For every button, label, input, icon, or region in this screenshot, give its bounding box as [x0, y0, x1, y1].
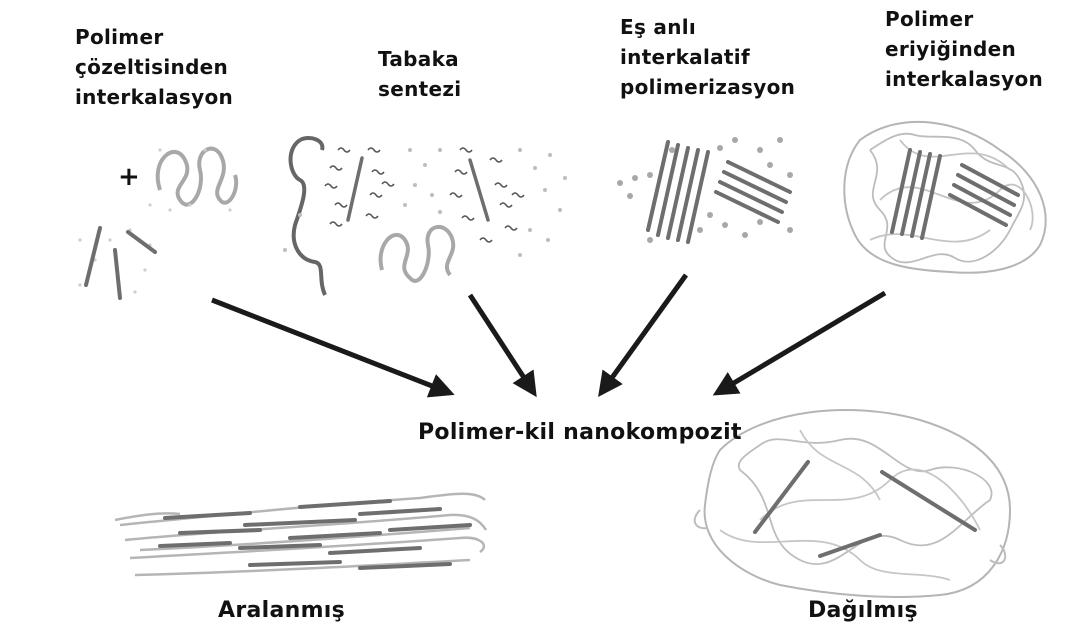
polymer-chain: [158, 149, 236, 205]
clay-platelets: [86, 228, 155, 298]
arrow-from-solution: [212, 300, 450, 393]
clay-stack: [716, 162, 790, 222]
arrows: [212, 275, 885, 393]
clay-platelets: [160, 501, 470, 568]
solvent-dots: [78, 148, 231, 293]
plus-sign: +: [118, 162, 140, 192]
silicate-platelets: [348, 158, 488, 220]
polymer-chain: [291, 140, 325, 295]
monomer-dots: [617, 137, 793, 243]
polymer-chain: [300, 138, 322, 150]
polymer-chain: [381, 227, 454, 281]
result-label: Polimer-kil nanokompozit: [418, 420, 742, 445]
clay-stack: [648, 142, 708, 242]
method-label-template: Tabaka sentezi: [378, 44, 461, 104]
method-label-solution: Polimer çözeltisinden interkalasyon: [75, 22, 233, 112]
clay-stack: [950, 165, 1018, 225]
arrow-from-in-situ: [601, 275, 686, 393]
solution-illustration: +: [78, 148, 236, 298]
arrow-from-template: [470, 295, 534, 393]
template-illustration: [283, 138, 567, 295]
arrow-from-melt: [717, 293, 885, 393]
polymer-tangle: [720, 430, 980, 580]
solution-dots: [283, 148, 567, 257]
outcome-label-intercalated: Aralanmış: [218, 598, 345, 623]
method-label-in-situ: Eş anlı interkalatif polimerizasyon: [620, 12, 795, 102]
outcome-label-exfoliated: Dağılmış: [808, 598, 918, 623]
melt-illustration: [844, 122, 1045, 273]
in-situ-illustration: [617, 137, 793, 243]
method-label-melt: Polimer eriyiğinden interkalasyon: [885, 4, 1043, 94]
clay-stack: [892, 150, 940, 238]
intercalated-illustration: [115, 494, 486, 575]
